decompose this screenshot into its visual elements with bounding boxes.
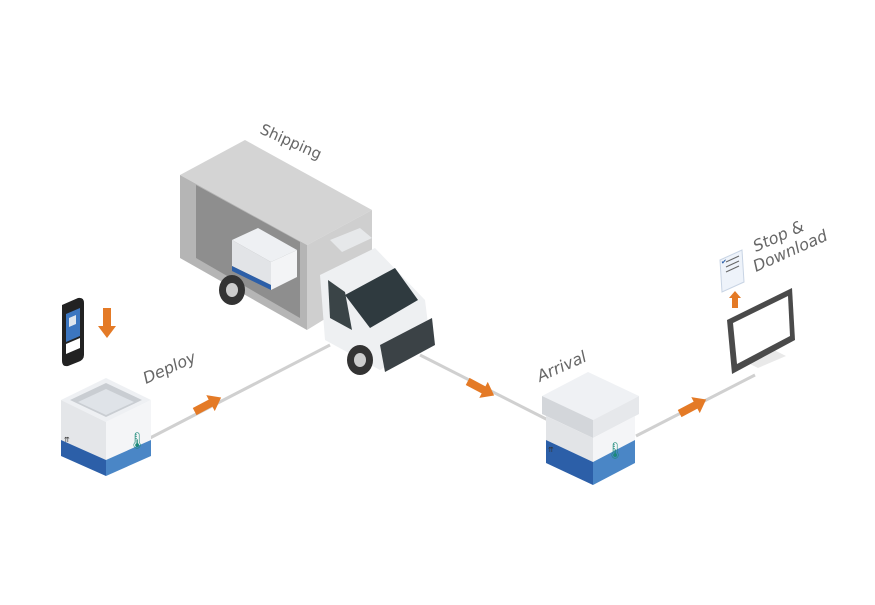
report-document-icon: ✔ [719, 249, 745, 293]
phone-icon [62, 297, 84, 367]
monitor-icon [727, 288, 795, 374]
connector-deploy-to-truck [149, 343, 331, 440]
step-label-deploy: Deploy [140, 347, 199, 387]
arrow-icon [465, 377, 495, 398]
thermometer-icon: 🌡 [127, 431, 147, 450]
truck-icon [180, 140, 435, 375]
deploy-box-icon: 🌡 ⇈ [61, 378, 151, 476]
arrival-box-icon: 🌡 ⇈ [542, 372, 639, 485]
arrow-up-icon [729, 291, 741, 308]
this-side-up-icon: ⇈ [64, 436, 70, 444]
thermometer-icon: 🌡 [605, 441, 625, 460]
svg-text:✔: ✔ [721, 258, 727, 266]
arrow-icon [677, 397, 707, 418]
arrow-icon [192, 395, 222, 416]
arrow-down-icon [98, 308, 116, 338]
this-side-up-icon: ⇈ [548, 446, 554, 454]
